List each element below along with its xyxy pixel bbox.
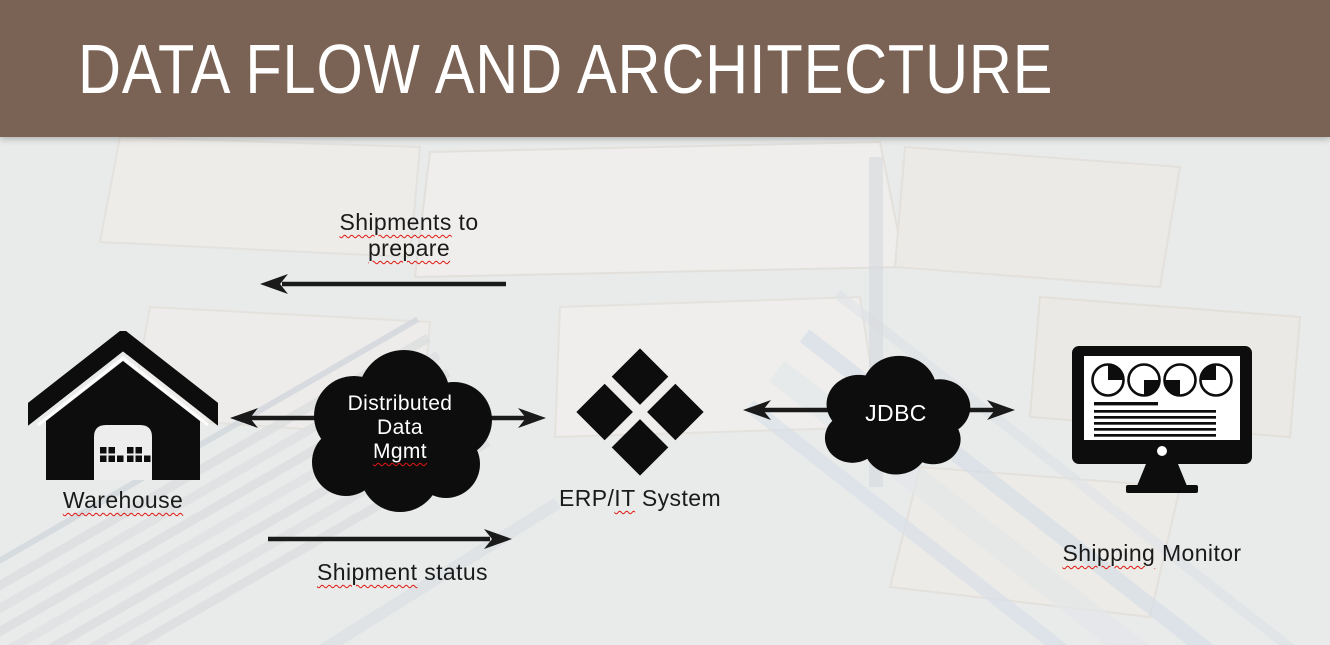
shipping-monitor-node[interactable] (1070, 344, 1254, 494)
header-photo-band (0, 0, 1330, 137)
slide-title[interactable]: DATA FLOW AND ARCHITECTURE (78, 30, 1054, 108)
arrow-shipments-to-prepare[interactable] (258, 272, 512, 296)
shipping-monitor-label[interactable]: Shipping Monitor (1062, 540, 1242, 566)
flagged-word: Shipping (1062, 540, 1156, 566)
distributed-data-mgmt-label: Distributed Data Mgmt (347, 391, 453, 464)
erp-it-system-label[interactable]: ERP/IT System (559, 485, 721, 511)
cloud-icon (824, 355, 971, 475)
cloud-icon (312, 350, 492, 512)
flagged-word: Shipment (317, 559, 418, 585)
diamond-grid-icon (576, 348, 704, 476)
warehouse-icon (16, 328, 230, 480)
warehouse-label[interactable]: Warehouse (62, 487, 184, 513)
shipments-to-prepare-label[interactable]: Shipments to prepare (339, 209, 479, 261)
monitor-dashboard-icon (1072, 346, 1252, 493)
jdbc-node[interactable]: JDBC (812, 350, 980, 476)
jdbc-label: JDBC (865, 399, 927, 426)
shipment-status-label[interactable]: Shipment status (317, 559, 488, 585)
arrow-shipment-status[interactable] (260, 527, 514, 551)
flagged-word: IT (614, 485, 636, 511)
erp-it-system-node[interactable] (574, 346, 706, 478)
flagged-word: Mgmt (372, 440, 428, 464)
distributed-data-mgmt-node[interactable]: Distributed Data Mgmt (296, 342, 504, 514)
warehouse-node[interactable] (16, 328, 230, 481)
flagged-word: prepare (367, 234, 451, 261)
flagged-word: Shipments (339, 209, 452, 235)
